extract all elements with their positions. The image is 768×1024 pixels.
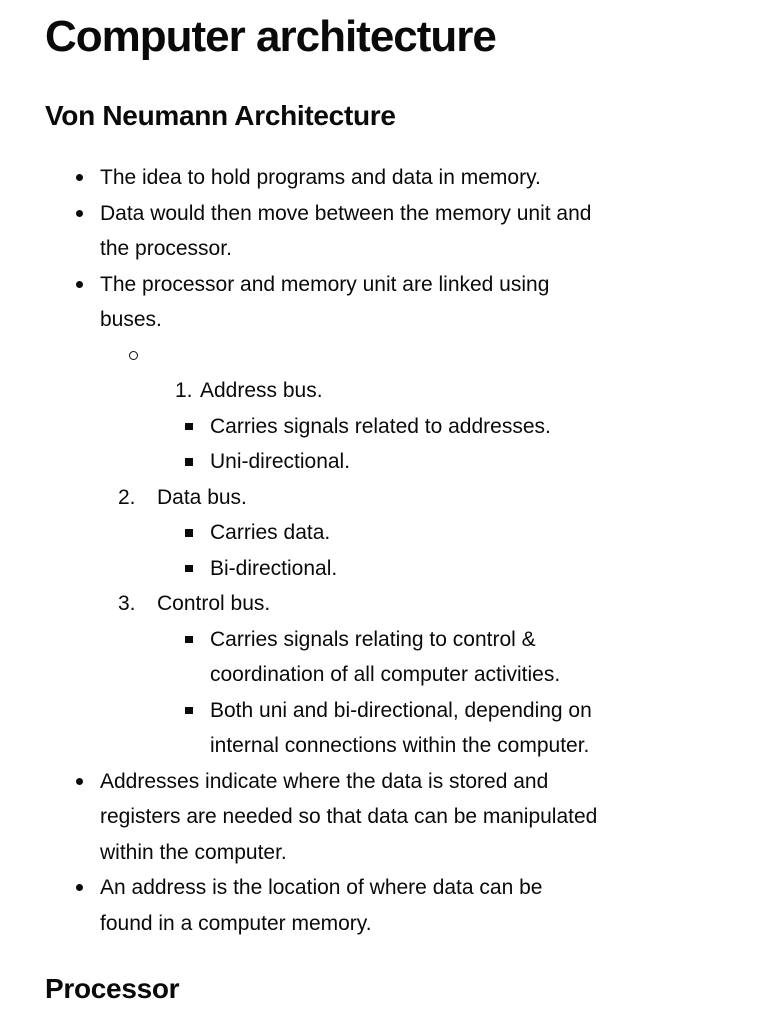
square-bullet-icon — [180, 551, 210, 587]
list-item-text: An address is the location of where data… — [100, 876, 543, 935]
circle-bullet-icon — [129, 350, 138, 360]
number-label: 3. — [118, 592, 136, 615]
list-item-text: The processor and memory unit are linked… — [100, 272, 550, 332]
disc-bullet-icon — [72, 160, 100, 196]
square-bullet-icon — [185, 529, 193, 537]
list-item: Bi-directional. — [0, 551, 768, 587]
circle-bullet-icon — [126, 338, 154, 374]
square-bullet-icon — [185, 564, 193, 572]
list-item — [0, 338, 768, 374]
square-bullet-icon — [180, 409, 210, 445]
list-item-text: Bi-directional. — [210, 556, 338, 580]
list-item-text: Data would then move between the memory … — [100, 201, 592, 261]
square-bullet-icon — [180, 693, 210, 729]
disc-bullet-icon — [72, 870, 100, 906]
list-item: Carries signals relating to control & co… — [0, 622, 768, 693]
disc-bullet-icon — [72, 764, 100, 800]
list-item-text: Data bus. — [157, 485, 247, 509]
list-item: 3. Control bus. — [0, 586, 768, 622]
list-item: Both uni and bi-directional, depending o… — [0, 693, 768, 764]
list-item: An address is the location of where data… — [0, 870, 768, 941]
disc-bullet-icon — [72, 267, 100, 303]
number-marker: 3. — [113, 586, 157, 622]
list-item: Uni-directional. — [0, 444, 768, 480]
square-bullet-icon — [180, 515, 210, 551]
section-heading-von-neumann: Von Neumann Architecture — [45, 100, 396, 131]
disc-bullet-icon — [76, 280, 83, 288]
disc-bullet-icon — [76, 777, 83, 785]
content-list: The idea to hold programs and data in me… — [0, 160, 768, 941]
list-item: Carries signals related to addresses. — [0, 409, 768, 445]
list-item: Carries data. — [0, 515, 768, 551]
number-label: 2. — [118, 485, 136, 509]
list-item-text: Control bus. — [157, 592, 271, 615]
list-item: The idea to hold programs and data in me… — [0, 160, 768, 196]
list-item-text: Carries signals relating to control & co… — [210, 627, 561, 687]
list-item-text: Both uni and bi-directional, depending o… — [210, 698, 592, 758]
list-item: 2. Data bus. — [0, 480, 768, 516]
list-item: Data would then move between the memory … — [0, 196, 768, 267]
disc-bullet-icon — [76, 174, 83, 182]
square-bullet-icon — [180, 444, 210, 480]
number-marker: 1. — [170, 373, 200, 409]
list-item-text: Address bus. — [200, 379, 323, 402]
list-item-text: The idea to hold programs and data in me… — [100, 166, 541, 189]
square-bullet-icon — [185, 706, 193, 714]
number-marker: 2. — [113, 480, 157, 516]
square-bullet-icon — [185, 458, 193, 466]
list-item-text: Carries signals related to addresses. — [210, 414, 551, 438]
list-item: The processor and memory unit are linked… — [0, 267, 768, 338]
square-bullet-icon — [185, 422, 193, 430]
square-bullet-icon — [185, 635, 193, 643]
page-title: Computer architecture — [45, 12, 497, 61]
disc-bullet-icon — [76, 884, 83, 892]
list-item: 1. Address bus. — [0, 373, 768, 409]
section-heading-processor: Processor — [45, 973, 180, 1004]
list-item-text: Addresses indicate where the data is sto… — [100, 769, 598, 864]
list-item: Addresses indicate where the data is sto… — [0, 764, 768, 871]
disc-bullet-icon — [76, 209, 83, 217]
square-bullet-icon — [180, 622, 210, 658]
disc-bullet-icon — [72, 196, 100, 232]
list-item-text: Carries data. — [210, 521, 331, 544]
list-item-text: Uni-directional. — [210, 450, 351, 473]
number-label: 1. — [175, 379, 193, 402]
